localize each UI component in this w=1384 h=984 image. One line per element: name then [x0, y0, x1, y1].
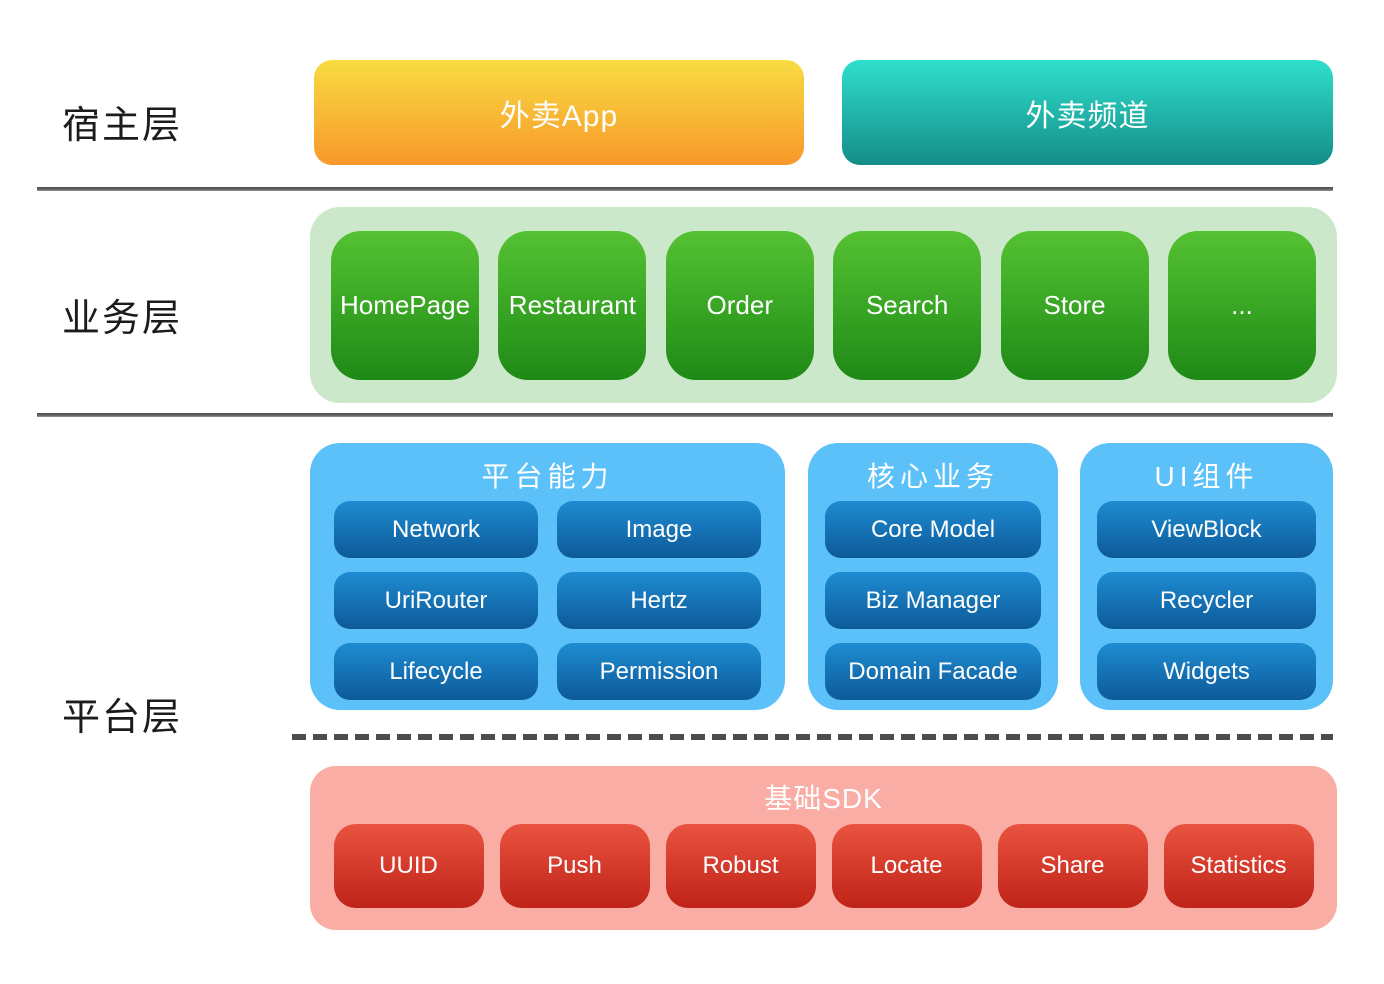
platform-item-hertz: Hertz — [557, 572, 761, 629]
sdk-item-statistics: Statistics — [1163, 824, 1314, 908]
platform-item-image: Image — [557, 501, 761, 558]
host-channel-label: 外卖频道 — [1025, 99, 1150, 133]
business-module-order: Order — [665, 230, 814, 380]
base-sdk-title: 基础SDK — [764, 783, 883, 814]
platform-layer-label: 平台层 — [61, 697, 182, 739]
sdk-item-uuid: UUID — [333, 824, 484, 908]
business-module-label: Search — [865, 289, 949, 320]
platform-sdk-dashed-divider — [292, 734, 1333, 740]
platform-item-label: Image — [625, 515, 693, 543]
platform-item-label: ViewBlock — [1151, 515, 1262, 543]
platform-item-urirouter: UriRouter — [334, 572, 538, 629]
sdk-item-push: Push — [499, 824, 650, 908]
sdk-item-label: Share — [1040, 852, 1105, 879]
platform-item-domain-facade: Domain Facade — [825, 643, 1041, 700]
platform-item-label: Core Model — [870, 515, 996, 543]
business-layer-label: 业务层 — [61, 298, 182, 340]
business-module-search: Search — [833, 230, 982, 380]
platform-item-permission: Permission — [557, 643, 761, 700]
host-channel-box: 外卖频道 — [842, 60, 1333, 165]
host-business-divider — [37, 187, 1333, 191]
sdk-item-share: Share — [997, 824, 1148, 908]
platform-item-label: Biz Manager — [865, 586, 1001, 614]
platform-capability-grid: Network Image UriRouter Hertz Lifecycle … — [310, 501, 785, 700]
platform-item-label: Recycler — [1159, 586, 1254, 614]
ui-component-group: UI组件 ViewBlock Recycler Widgets — [1080, 443, 1333, 710]
core-business-list: Core Model Biz Manager Domain Facade — [808, 501, 1058, 700]
platform-capability-title: 平台能力 — [481, 461, 614, 492]
business-module-restaurant: Restaurant — [498, 230, 647, 380]
business-module-more: ... — [1167, 230, 1316, 380]
business-module-store: Store — [1000, 230, 1149, 380]
host-app-box: 外卖App — [314, 60, 804, 165]
business-module-homepage: HomePage — [331, 230, 479, 380]
sdk-item-robust: Robust — [665, 824, 816, 908]
base-sdk-row: UUID Push Robust Locate Share Statistics — [310, 824, 1337, 908]
host-app-label: 外卖App — [499, 99, 619, 133]
platform-capability-group: 平台能力 Network Image UriRouter Hertz Lifec… — [310, 443, 785, 710]
platform-item-network: Network — [334, 501, 538, 558]
sdk-item-locate: Locate — [831, 824, 982, 908]
business-module-label: HomePage — [339, 289, 471, 320]
platform-item-core-model: Core Model — [825, 501, 1041, 558]
business-module-label: ... — [1231, 289, 1253, 320]
business-module-label: Order — [706, 289, 774, 320]
platform-item-label: Widgets — [1163, 657, 1250, 685]
business-layer-container: HomePage Restaurant Order Search Store .… — [310, 207, 1337, 403]
platform-item-label: UriRouter — [384, 586, 488, 614]
platform-item-label: Lifecycle — [389, 657, 483, 685]
platform-item-label: Domain Facade — [848, 657, 1018, 685]
platform-item-label: Network — [391, 515, 481, 543]
business-module-label: Store — [1043, 289, 1106, 320]
platform-item-recycler: Recycler — [1097, 572, 1316, 629]
sdk-item-label: Locate — [870, 852, 943, 879]
base-sdk-container: 基础SDK UUID Push Robust Locate Share Stat… — [310, 766, 1337, 930]
platform-item-label: Permission — [599, 657, 719, 685]
core-business-group: 核心业务 Core Model Biz Manager Domain Facad… — [808, 443, 1058, 710]
sdk-item-label: Push — [547, 852, 602, 879]
business-platform-divider — [37, 413, 1333, 417]
ui-component-title: UI组件 — [1154, 461, 1259, 492]
sdk-item-label: Statistics — [1190, 852, 1287, 879]
host-layer-label: 宿主层 — [61, 105, 182, 147]
platform-item-widgets: Widgets — [1097, 643, 1316, 700]
ui-component-list: ViewBlock Recycler Widgets — [1080, 501, 1333, 700]
platform-item-lifecycle: Lifecycle — [334, 643, 538, 700]
business-module-label: Restaurant — [508, 289, 636, 320]
core-business-title: 核心业务 — [866, 461, 999, 492]
platform-item-biz-manager: Biz Manager — [825, 572, 1041, 629]
sdk-item-label: Robust — [702, 852, 779, 879]
sdk-item-label: UUID — [379, 852, 438, 879]
platform-item-label: Hertz — [630, 586, 688, 614]
platform-item-viewblock: ViewBlock — [1097, 501, 1316, 558]
